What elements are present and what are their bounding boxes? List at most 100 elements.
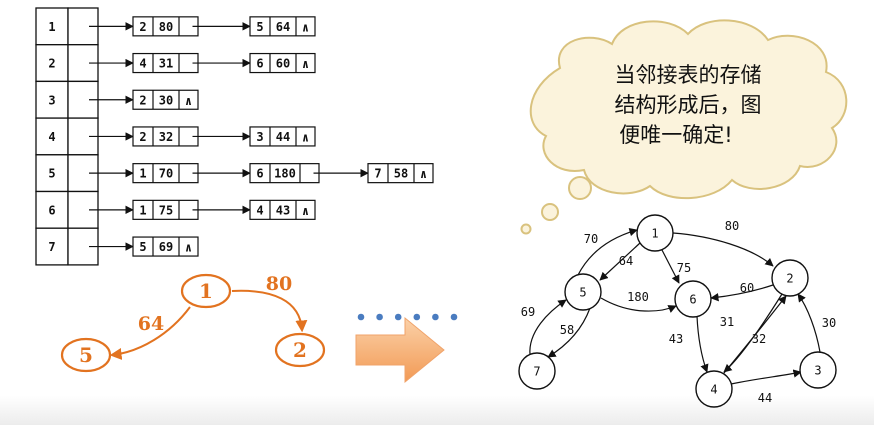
orange-node-2 <box>274 332 326 368</box>
graph-node-1 <box>636 214 674 252</box>
vertex-label: 7 <box>48 240 55 254</box>
edge-1-2 <box>231 289 308 333</box>
graph-node-6 <box>674 280 712 318</box>
edge-weight: 69 <box>521 305 535 319</box>
cloud-bubble-small <box>520 223 532 235</box>
weight-value: 75 <box>159 203 173 217</box>
graph-node-2 <box>771 259 809 297</box>
graph-node-label: 4 <box>710 383 717 397</box>
edge-6-1 <box>661 249 680 284</box>
weight-value: 31 <box>159 57 173 71</box>
vertex-cell <box>35 190 69 229</box>
edge-weight: 58 <box>560 323 574 337</box>
adjvex-value: 4 <box>256 203 263 217</box>
graph-node-7 <box>518 352 556 390</box>
vertex-cell <box>35 154 69 193</box>
edge-5-1 <box>577 228 638 276</box>
adjvex-value: 1 <box>139 203 146 217</box>
weight-value: 60 <box>276 57 290 71</box>
null-pointer: ∧ <box>302 57 309 71</box>
adjvex-value: 3 <box>256 130 263 144</box>
weight-value: 180 <box>274 167 296 181</box>
graph-node-4 <box>695 370 733 408</box>
adjvex-value: 2 <box>139 130 146 144</box>
orange-node-1 <box>180 273 232 309</box>
thought-cloud: 当邻接表的存储 结构形成后，图 便唯一确定! <box>520 19 848 235</box>
edge-weight: 43 <box>669 332 683 346</box>
vertex-label: 3 <box>48 93 55 107</box>
edge-5-7 <box>547 307 591 358</box>
adjvex-value: 5 <box>139 240 146 254</box>
graph-node-label: 2 <box>786 272 793 286</box>
edge-weight: 64 <box>138 313 164 335</box>
vertex-label: 2 <box>48 57 55 71</box>
adjvex-value: 7 <box>374 167 381 181</box>
edge-6-4 <box>696 315 709 373</box>
weight-value: 44 <box>276 130 290 144</box>
edge-weight: 32 <box>752 332 766 346</box>
adjvex-value: 5 <box>256 20 263 34</box>
vertex-label: 1 <box>48 20 55 34</box>
edge-weight: 44 <box>758 391 772 405</box>
edge-weight: 180 <box>627 290 649 304</box>
null-pointer: ∧ <box>302 130 309 144</box>
cloud-line-1: 当邻接表的存储 <box>615 63 762 87</box>
vertex-label: 6 <box>48 203 55 217</box>
vertex-label: 4 <box>48 130 55 144</box>
edge-4-3 <box>730 369 802 385</box>
list-node: 2 32 <box>132 126 251 147</box>
edge-4-2 <box>723 295 787 374</box>
cloud-bubble-medium <box>541 203 559 221</box>
weight-value: 69 <box>159 240 173 254</box>
edge-1-5 <box>109 306 191 360</box>
dot <box>376 313 383 321</box>
cloud-line-3: 便唯一确定! <box>619 123 732 147</box>
list-node: 1 75 <box>132 199 251 220</box>
cloud-line-2: 结构形成后，图 <box>615 93 762 117</box>
weight-value: 43 <box>276 203 290 217</box>
adj-row-4: 4 2 32 3 44 ∧ <box>35 117 316 156</box>
graph-node-label: 3 <box>814 364 821 378</box>
weight-value: 58 <box>394 167 408 181</box>
adjvex-value: 2 <box>139 93 146 107</box>
graph-node-3 <box>799 351 837 389</box>
weight-value: 30 <box>159 93 173 107</box>
adjvex-value: 1 <box>139 167 146 181</box>
edge-weight: 80 <box>725 219 739 233</box>
edge-2-6 <box>710 284 774 302</box>
weight-value: 32 <box>159 130 173 144</box>
list-node: 1 70 <box>132 163 251 184</box>
dot <box>394 313 402 321</box>
weight-value: 80 <box>159 20 173 34</box>
right-arrow-icon <box>355 316 445 384</box>
orange-node-label: 5 <box>79 343 93 367</box>
orange-node-label: 1 <box>199 279 213 303</box>
orange-node-5 <box>60 337 112 373</box>
adjvex-value: 6 <box>256 167 263 181</box>
weight-value: 70 <box>159 167 173 181</box>
list-node: 3 44 ∧ <box>249 126 316 147</box>
edge-1-2 <box>672 232 774 267</box>
orange-node-label: 2 <box>293 338 307 362</box>
edge-weight: 75 <box>677 261 691 275</box>
dot <box>357 313 365 321</box>
edge-5-6 <box>600 297 677 313</box>
edge-weight: 60 <box>740 281 754 295</box>
vertex-cell <box>35 227 69 266</box>
edge-weight: 30 <box>822 316 836 330</box>
edge-3-2 <box>797 293 821 353</box>
